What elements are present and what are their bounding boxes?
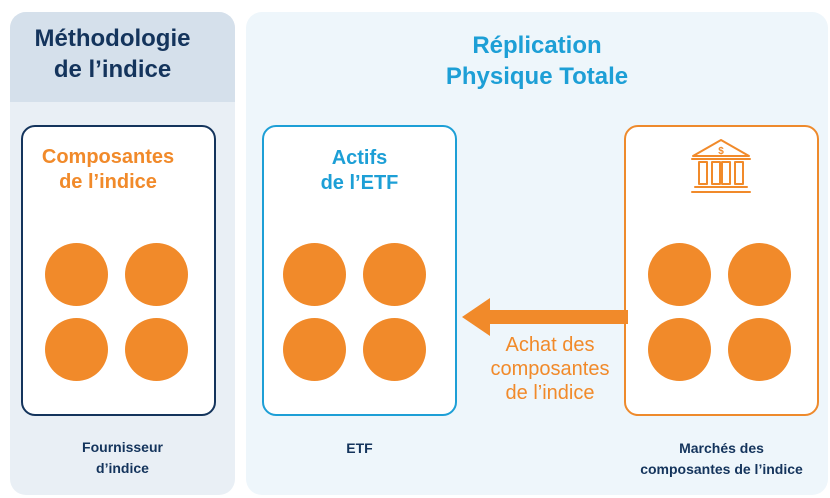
market-component-dot (648, 243, 711, 306)
etf-asset-dot (283, 243, 346, 306)
component-dot (125, 243, 188, 306)
market-component-dot (728, 243, 791, 306)
index-components-title: Composantes de l’indice (41, 146, 175, 193)
purchase-arrow-label: Achat des composantes de l’indice (490, 334, 610, 404)
bank-icon: $ (690, 138, 752, 201)
etf-asset-dot (283, 318, 346, 381)
component-dot (125, 318, 188, 381)
etf-asset-dot (363, 318, 426, 381)
component-dot (45, 243, 108, 306)
markets-label: Marchés des composantes de l’indice (640, 440, 803, 477)
market-component-dot (648, 318, 711, 381)
market-component-dot (728, 318, 791, 381)
svg-text:$: $ (718, 146, 724, 157)
methodology-heading: Méthodologie de l’indice (34, 25, 191, 83)
purchase-arrow (462, 298, 628, 336)
component-dot (45, 318, 108, 381)
replication-heading: Réplication Physique Totale (445, 32, 629, 90)
etf-asset-dot (363, 243, 426, 306)
methodology-panel-header (10, 12, 235, 102)
etf-assets-title: Actifs de l’ETF (320, 147, 399, 194)
index-provider-label: Fournisseur d’indice (82, 439, 163, 476)
etf-label: ETF (346, 440, 373, 456)
